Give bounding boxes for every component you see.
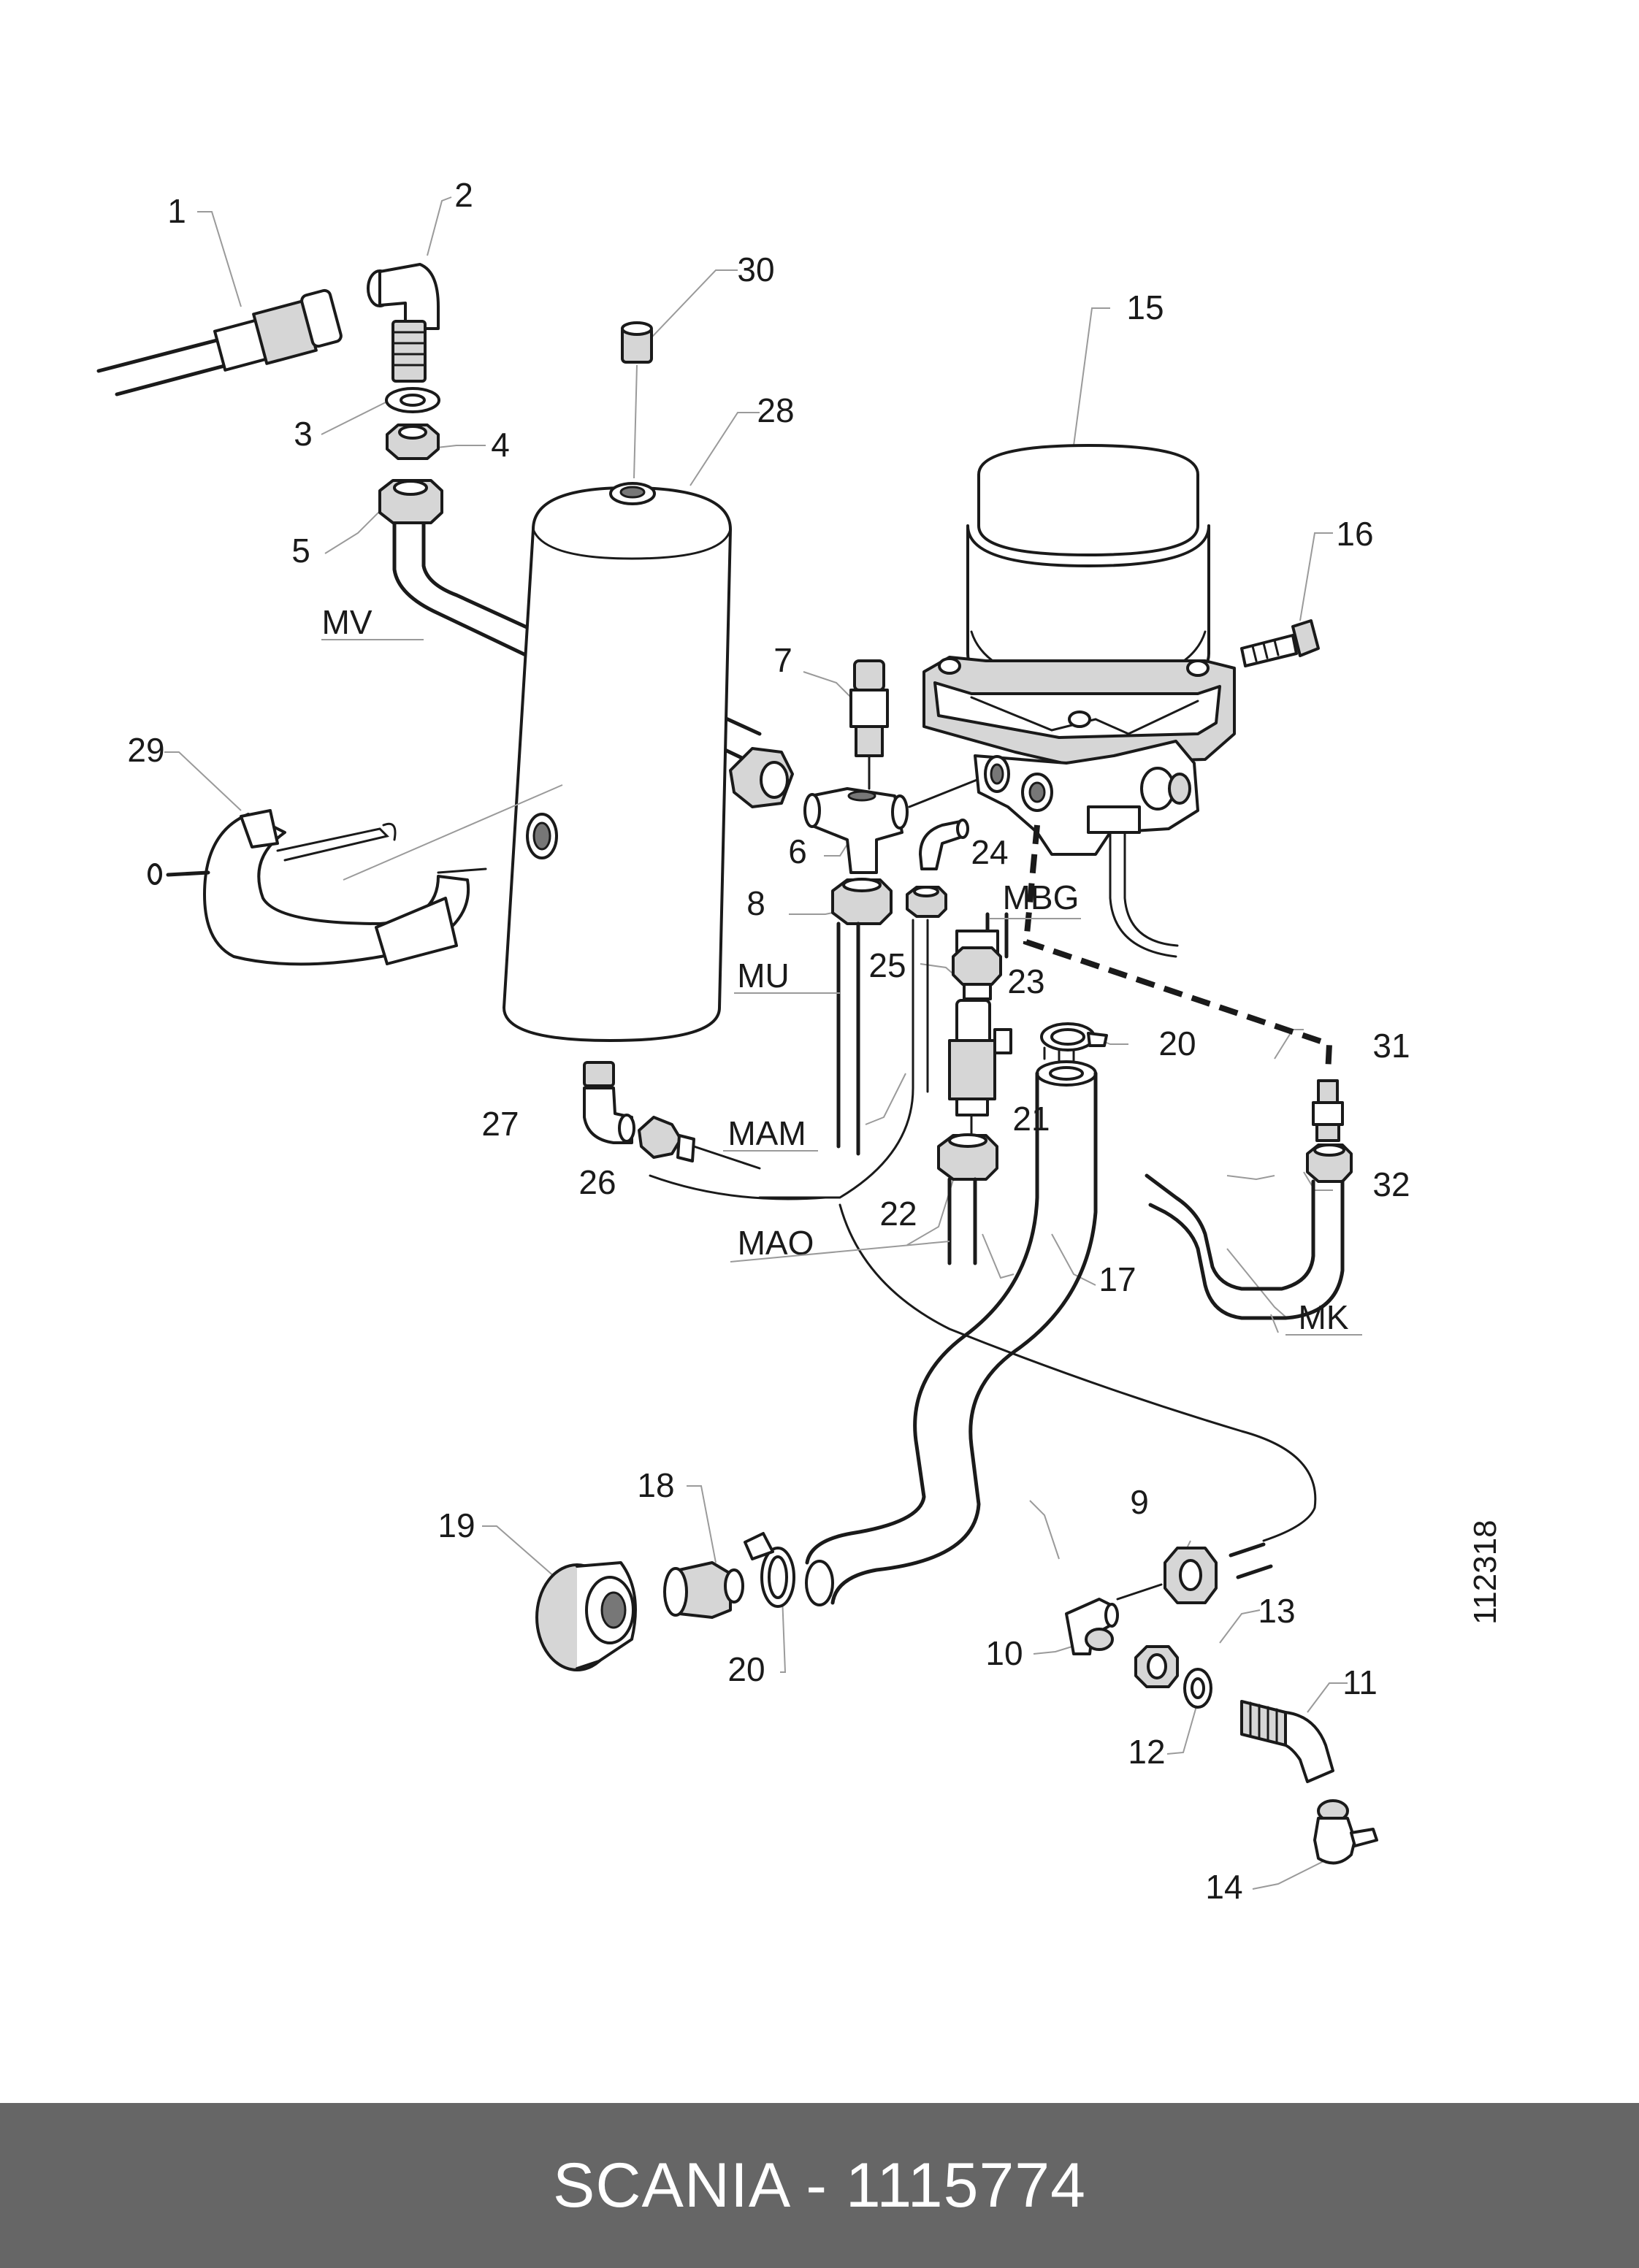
callout-7: 7 [773,641,792,679]
pipe-mv [392,522,747,762]
part-20-clamp-lower [744,1532,795,1608]
callout-17: 17 [1099,1260,1136,1298]
part-25-nut [906,886,947,918]
label-mbg: MBG [1003,878,1080,916]
part-21-valve [948,999,1012,1137]
part-18-fitting [663,1561,744,1619]
callout-28: 28 [757,391,794,429]
part-8-nut [831,878,893,925]
line-code-labels: MV MU MAM MAO MBG MK [321,603,1362,1336]
part-5-nut [378,479,443,524]
callout-15: 15 [1126,288,1164,326]
callout-4: 4 [491,426,510,464]
callout-12: 12 [1128,1733,1165,1771]
part-16-bolt [1240,619,1320,667]
callout-6: 6 [788,832,807,870]
callout-29: 29 [127,731,164,769]
part-12-washer [1183,1668,1212,1709]
callout-32: 32 [1372,1165,1410,1203]
callout-10: 10 [985,1634,1023,1672]
callout-2: 2 [454,176,473,214]
part-4-nut [386,424,440,460]
part-1-hose-coupling [96,288,343,396]
callout-19: 19 [438,1506,475,1544]
part-20-clamp-upper [1040,1022,1108,1062]
part-28-air-tank [343,482,732,1042]
footer-bar: SCANIA - 1115774 [0,2103,1639,2268]
callout-9: 9 [1130,1483,1149,1521]
label-mu: MU [737,957,790,995]
part-23-union [952,930,1002,1000]
callout-24: 24 [971,833,1008,871]
parts-diagram: 1 2 3 4 5 6 7 8 9 10 11 12 13 14 15 16 1… [96,176,1503,1906]
callout-25: 25 [868,946,906,984]
callout-30: 30 [737,250,774,288]
callout-11: 11 [1342,1663,1378,1701]
part-27-elbow [583,1061,635,1144]
callout-20b: 20 [727,1650,765,1688]
part-6-tee [803,769,1002,874]
callout-22: 22 [879,1195,917,1233]
label-mk: MK [1299,1298,1349,1336]
callout-27: 27 [481,1105,519,1143]
drawing-number: 112318 [1467,1520,1503,1625]
part-2-elbow-fitting [367,263,440,383]
part-13-nut [1134,1645,1179,1688]
part-26-nut [638,1116,761,1170]
pipe-mam [758,919,914,1199]
footer-title: SCANIA - 1115774 [553,2150,1086,2221]
callout-16: 16 [1336,515,1373,553]
part-17-hose [805,1060,1098,1606]
callout-20a: 20 [1158,1024,1196,1062]
callout-8: 8 [746,884,765,922]
part-22-nut [937,1133,998,1181]
part-29-tank-strap [148,809,487,966]
callout-23: 23 [1007,962,1044,1000]
part-31-nipple [1312,1079,1344,1142]
callout-5: 5 [291,532,310,570]
part-30-plug [621,321,653,479]
callout-14: 14 [1205,1868,1242,1906]
part-24-elbow [919,819,969,870]
callout-18: 18 [637,1466,674,1504]
part-14-coupling [1313,1799,1378,1865]
callout-31: 31 [1372,1027,1410,1065]
part-3-washer [385,387,440,413]
part-9-nut [1164,1547,1218,1604]
part-15-air-dryer [922,444,1236,958]
callout-26: 26 [578,1163,616,1201]
callout-21: 21 [1012,1100,1050,1138]
label-mao: MAO [738,1224,814,1262]
callout-1: 1 [167,192,186,230]
part-19-coupling-head [535,1561,637,1671]
label-mam: MAM [727,1114,806,1152]
part-10-elbow [1065,1598,1119,1655]
callout-13: 13 [1258,1592,1295,1630]
label-mv: MV [322,603,372,641]
callout-3: 3 [294,415,313,453]
part-7-nipple [849,659,889,790]
callout-labels: 1 2 3 4 5 6 7 8 9 10 11 12 13 14 15 16 1… [127,176,1410,1906]
part-11-elbow-fitting [1240,1700,1334,1783]
dashed-line [1023,824,1333,1074]
part-32-nut [1306,1143,1353,1183]
pipe-mk [1145,1173,1315,1291]
